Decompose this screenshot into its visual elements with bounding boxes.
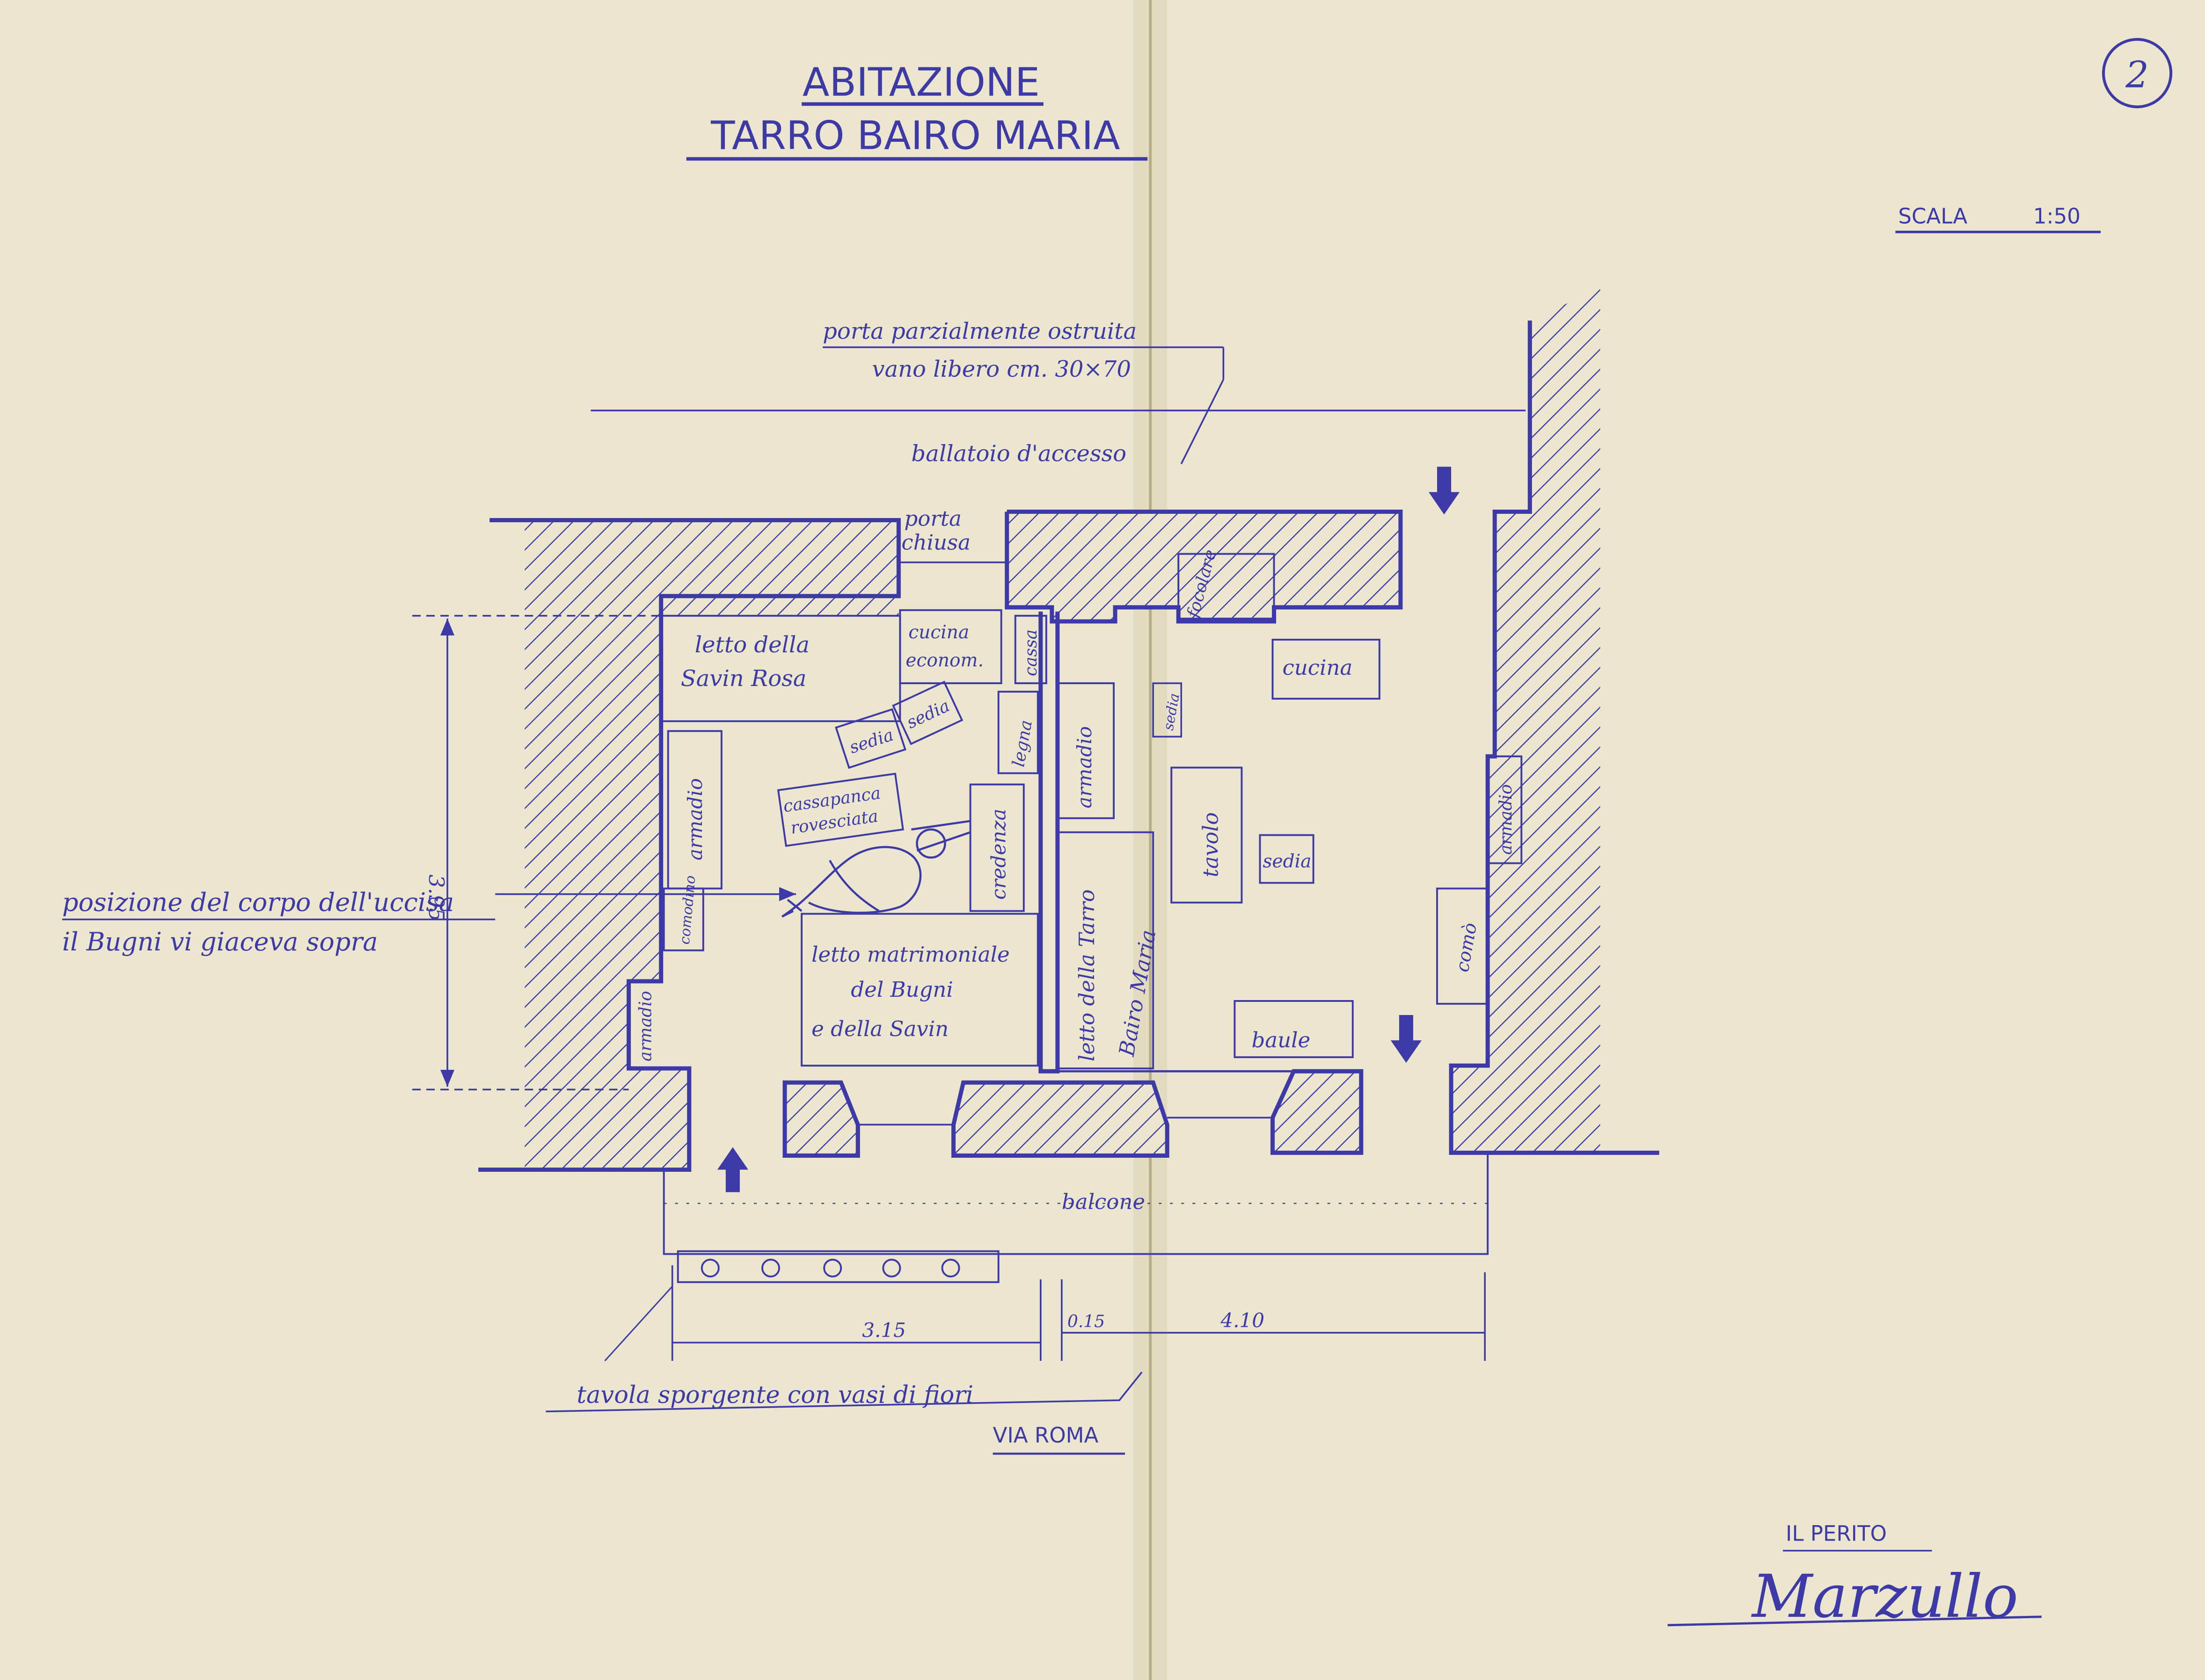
- label-balcone: balcone: [1062, 1190, 1145, 1214]
- sheet-number: 2: [2125, 54, 2149, 96]
- note-vano-libero: vano libero cm. 30×70: [872, 356, 1131, 382]
- label-armadio-left: armadio: [684, 778, 707, 861]
- wall-bottom-1: [785, 1082, 858, 1156]
- bed-matrimoniale: [801, 913, 1039, 1067]
- wall-top-right: [1007, 511, 1401, 621]
- tavolo: [1170, 767, 1243, 904]
- dimension-width-c: 4.10: [1220, 1309, 1264, 1332]
- credenza: [969, 783, 1025, 912]
- label-letto-tarro-1: letto della Tarro: [1074, 889, 1099, 1061]
- cucina-economica: [899, 609, 1002, 684]
- balcony: [663, 1153, 1489, 1255]
- sedia-3: [1259, 834, 1314, 884]
- title-line-1: ABITAZIONE: [803, 59, 1040, 105]
- armadio-right: [1487, 755, 1523, 864]
- flower-pots: [701, 1258, 960, 1278]
- label-tavolo: tavolo: [1198, 812, 1223, 877]
- label-cucina: cucina: [1283, 655, 1353, 680]
- label-cassa: cassa: [1021, 629, 1041, 676]
- title-line-2: TARRO BAIRO MARIA: [710, 112, 1120, 158]
- label-letto-savin-1: letto della: [695, 632, 810, 658]
- wall-left: [525, 615, 689, 1170]
- cucina-stove: [1271, 638, 1380, 700]
- wall-bottom-2: [953, 1082, 1168, 1156]
- label-letto-matrimoniale-1: letto matrimoniale: [811, 942, 1010, 967]
- signature-role: IL PERITO: [1786, 1521, 1887, 1546]
- focolare: [1177, 553, 1275, 620]
- comodino: [663, 887, 704, 951]
- label-letto-matrimoniale-2: del Bugni: [851, 977, 953, 1002]
- label-credenza: credenza: [987, 809, 1010, 900]
- legna: [997, 691, 1039, 774]
- leader-tavola: [546, 1371, 1143, 1413]
- body-sketch: [781, 820, 971, 918]
- sheet-number-circle: [2102, 38, 2173, 109]
- cassa: [1014, 614, 1047, 684]
- note-porta-parziale: porta parzialmente ostruita: [823, 318, 1137, 344]
- label-armadio-mid: armadio: [1073, 726, 1096, 809]
- bed-tarro: [1056, 831, 1154, 1070]
- note-ballatoio: ballatoio d'accesso: [911, 440, 1126, 467]
- arrow-down-icon-2: [1390, 1015, 1422, 1063]
- street-label: VIA ROMA: [993, 1423, 1099, 1447]
- arrow-down-icon: [1428, 467, 1460, 515]
- baule: [1234, 1000, 1354, 1059]
- signature-stroke: [1667, 1615, 2042, 1627]
- como: [1436, 887, 1489, 1005]
- dimension-widths: [671, 1265, 1486, 1361]
- flower-shelf: [677, 1250, 1000, 1283]
- wall-bottom-3: [1272, 1071, 1361, 1153]
- note-posizione-1: posizione del corpo dell'uccisa: [62, 888, 454, 917]
- sedia-4: [1152, 682, 1183, 738]
- armadio-mid: [1056, 682, 1115, 819]
- label-letto-savin-2: Savin Rosa: [681, 665, 807, 692]
- label-cucina-econom-2: econom.: [905, 650, 984, 671]
- dimension-height: [412, 615, 661, 1091]
- label-armadio-lower: armadio: [636, 991, 656, 1061]
- label-porta: porta: [904, 506, 961, 531]
- dimension-height-value: 3.95: [424, 875, 449, 921]
- label-cucina-econom-1: cucina: [908, 622, 969, 643]
- dimension-width-a: 3.15: [862, 1319, 906, 1342]
- label-sedia-3: sedia: [1263, 851, 1311, 872]
- scale-value: 1:50: [2033, 204, 2081, 229]
- dimension-width-b: 0.15: [1067, 1312, 1105, 1331]
- label-armadio-right: armadio: [1496, 784, 1516, 855]
- label-letto-matrimoniale-3: e della Savin: [811, 1016, 949, 1041]
- label-baule: baule: [1251, 1028, 1310, 1052]
- wall-top-left: [525, 520, 899, 616]
- scale-label: SCALA: [1898, 204, 1967, 229]
- note-posizione-2: il Bugni vi giaceva sopra: [62, 927, 378, 957]
- label-chiusa: chiusa: [901, 530, 971, 555]
